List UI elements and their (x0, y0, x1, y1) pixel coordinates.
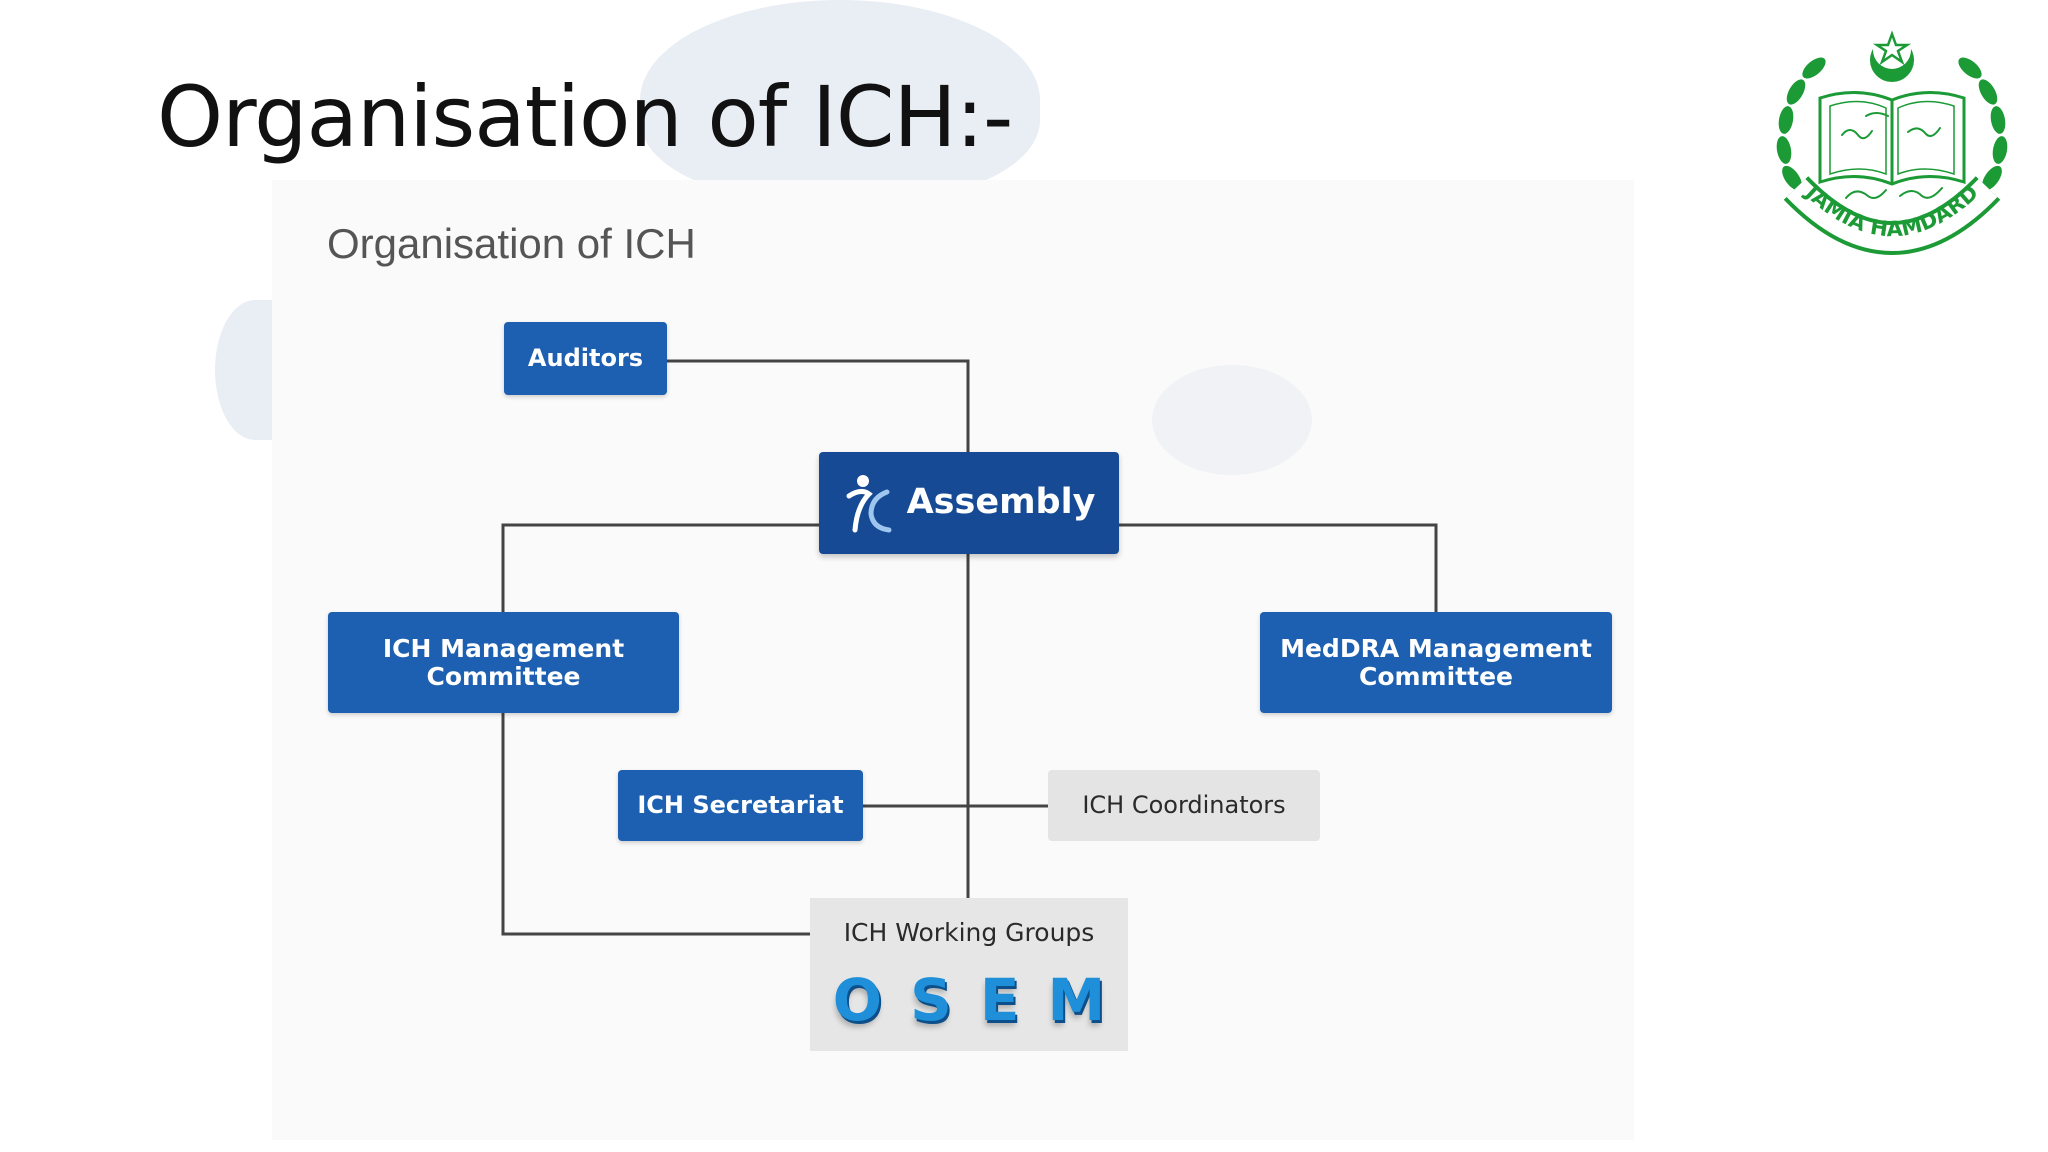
connector-ich-mc-working-groups (501, 713, 810, 936)
osem-letter-s: S (910, 966, 952, 1034)
node-assembly: Assembly (819, 452, 1119, 554)
node-auditors: Auditors (504, 322, 667, 395)
node-ich-secretariat: ICH Secretariat (618, 770, 863, 841)
osem-letter-o: O (832, 966, 883, 1034)
ich-person-icon (846, 475, 892, 533)
node-ich-management-committee: ICH Management Committee (328, 612, 679, 713)
node-ich-working-groups: ICH Working Groups O S E M (810, 898, 1128, 1051)
node-ich-coordinators: ICH Coordinators (1048, 770, 1320, 841)
connector-auditors-assembly (667, 359, 970, 452)
jamia-hamdard-logo: JAMIA HAMDARD (1776, 30, 2008, 255)
slide-title: Organisation of ICH:- (157, 68, 1013, 166)
laurel-wreath-icon (1776, 57, 2008, 191)
node-working-groups-label: ICH Working Groups (843, 918, 1095, 947)
osem-letters: O S E M (810, 966, 1128, 1034)
node-assembly-label: Assembly (906, 482, 1096, 523)
connector-assembly-meddra-mc (1119, 523, 1438, 612)
node-meddra-management-committee: MedDRA Management Committee (1260, 612, 1612, 713)
background-map-shape (640, 0, 1040, 200)
connector-assembly-ich-mc (501, 523, 819, 612)
star-icon (1872, 30, 1912, 66)
org-chart-image: Organisation of ICH Auditors (272, 180, 1634, 1140)
connector-lines (501, 359, 1438, 936)
diagram-heading: Organisation of ICH (327, 220, 696, 267)
osem-letter-m: M (1047, 966, 1106, 1034)
osem-letter-e: E (979, 966, 1020, 1034)
book-icon (1818, 90, 1966, 186)
background-map-shape (1152, 365, 1312, 475)
calligraphy-icon (1841, 112, 1943, 199)
